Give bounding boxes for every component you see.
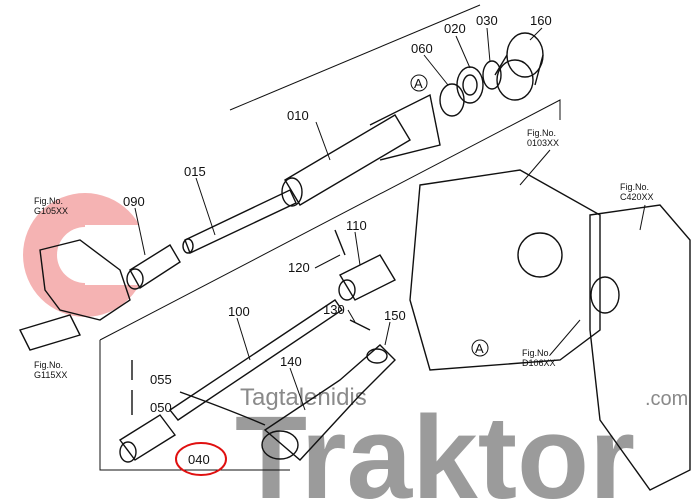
label-120: 120 <box>288 260 310 275</box>
fig-ref-label: Fig.No. <box>522 348 551 358</box>
fig-ref-label: Fig.No. <box>34 360 63 370</box>
assembly-frame <box>99 4 561 471</box>
part-060-ring <box>439 83 465 117</box>
label-015: 015 <box>184 164 206 179</box>
label-055: 055 <box>150 372 172 387</box>
watermark-subtitle: Tagtalenidis <box>240 384 367 411</box>
part-plate-0103 <box>409 169 601 371</box>
label-030: 030 <box>476 13 498 28</box>
part-housing-c420 <box>589 204 691 491</box>
part-150-ring <box>366 348 388 364</box>
part-010-shaft-housing <box>281 93 441 207</box>
part-120-pin <box>334 229 346 256</box>
label-160: 160 <box>530 13 552 28</box>
reference-mark-circle <box>410 74 428 92</box>
watermark-suffix: .com <box>645 388 688 410</box>
label-110: 110 <box>346 218 367 233</box>
watermark-brand: Traktor <box>235 392 635 503</box>
label-090: 090 <box>123 194 145 209</box>
label-100: 100 <box>228 304 250 319</box>
part-015-shaft <box>182 189 297 254</box>
part-yoke-housing <box>19 239 131 351</box>
label-020: 020 <box>444 21 466 36</box>
label-150: 150 <box>384 308 406 323</box>
part-160-gear <box>494 32 544 101</box>
label-050: 050 <box>150 400 172 415</box>
highlight-circle <box>175 442 227 476</box>
part-030-circlip <box>482 60 502 90</box>
part-140-shield <box>261 344 396 461</box>
fig-ref-label: Fig.No. <box>527 128 556 138</box>
label-130: 130 <box>323 302 345 317</box>
fig-ref-number: 0103XX <box>527 138 559 148</box>
fig-ref-label: Fig.No. <box>620 182 649 192</box>
reference-mark-circle <box>471 339 489 357</box>
label-010: 010 <box>287 108 309 123</box>
fig-ref-number: G105XX <box>34 206 68 216</box>
label-040: 040 <box>188 452 210 467</box>
part-130-pin <box>349 319 371 331</box>
fig-ref-number: D106XX <box>522 358 556 368</box>
watermark-gear-logo <box>23 193 155 317</box>
part-090-collar <box>126 244 181 290</box>
label-140: 140 <box>280 354 302 369</box>
fig-ref-number: G115XX <box>34 370 67 380</box>
part-100-shaft <box>168 299 343 421</box>
leader-lines <box>134 27 646 411</box>
reference-mark: A <box>475 341 484 356</box>
label-060: 060 <box>411 41 433 56</box>
fig-ref-label: Fig.No. <box>34 196 63 206</box>
part-020-bearing <box>456 66 484 104</box>
part-lower-joint <box>118 360 177 463</box>
lower-wire <box>179 391 266 426</box>
reference-mark: A <box>414 76 423 91</box>
fig-ref-number: C420XX <box>620 192 654 202</box>
part-110-universal-joint <box>338 254 396 301</box>
